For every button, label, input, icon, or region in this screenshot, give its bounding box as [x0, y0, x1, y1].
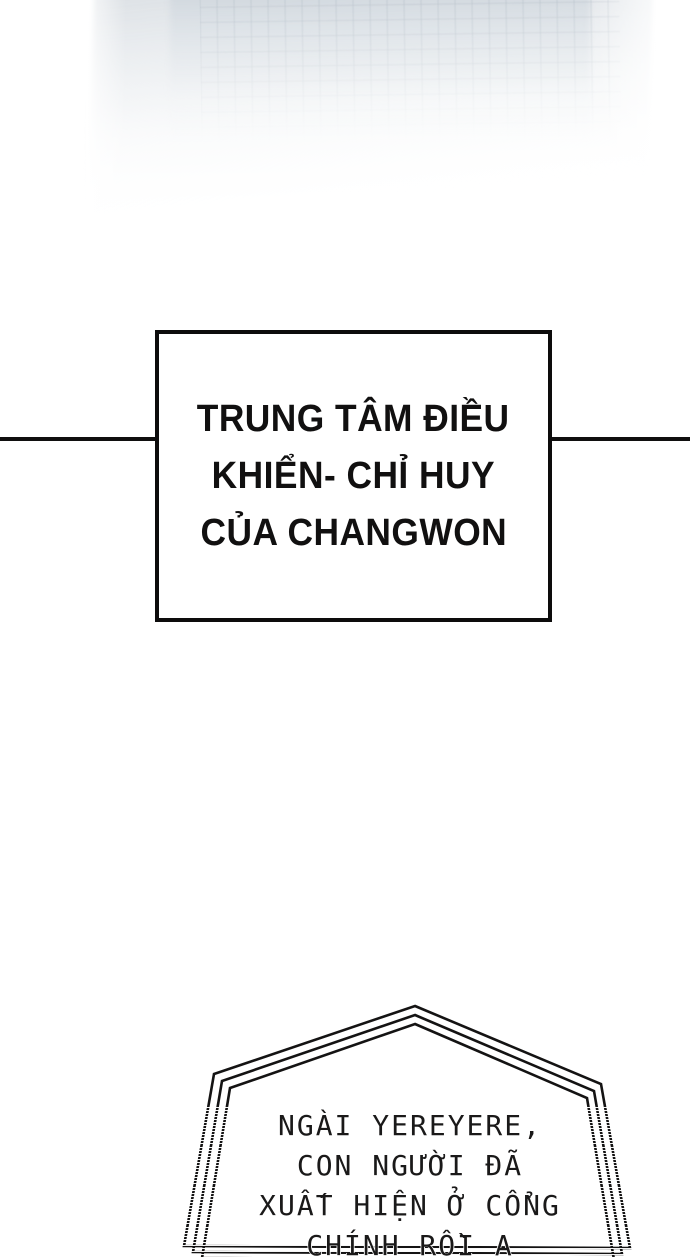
background-artwork [0, 0, 690, 300]
caption-box: TRUNG TÂM ĐIỀU KHIỂN- CHỈ HUY CỦA CHANGW… [155, 330, 552, 622]
background-slab-shape-2 [170, 0, 590, 140]
background-left-fade [86, 0, 690, 300]
caption-line-1: TRUNG TÂM ĐIỀU [197, 397, 510, 440]
horizontal-rule-left [0, 437, 157, 441]
horizontal-rule-right [548, 437, 690, 441]
speech-bubble-outline [182, 1004, 632, 1257]
background-grid-pattern [198, 0, 622, 143]
background-right-fade [0, 0, 690, 300]
background-slab-shape [85, 0, 655, 216]
caption-line-2: KHIỂN- CHỈ HUY [211, 454, 496, 497]
speech-bubble: NGÀI YEREYERE, CON NGƯỜI ĐÃ XUẤT HIỆN Ở … [160, 1002, 660, 1257]
caption-line-3: CỦA CHANGWON [200, 511, 507, 554]
background-fade-overlay [0, 0, 690, 300]
